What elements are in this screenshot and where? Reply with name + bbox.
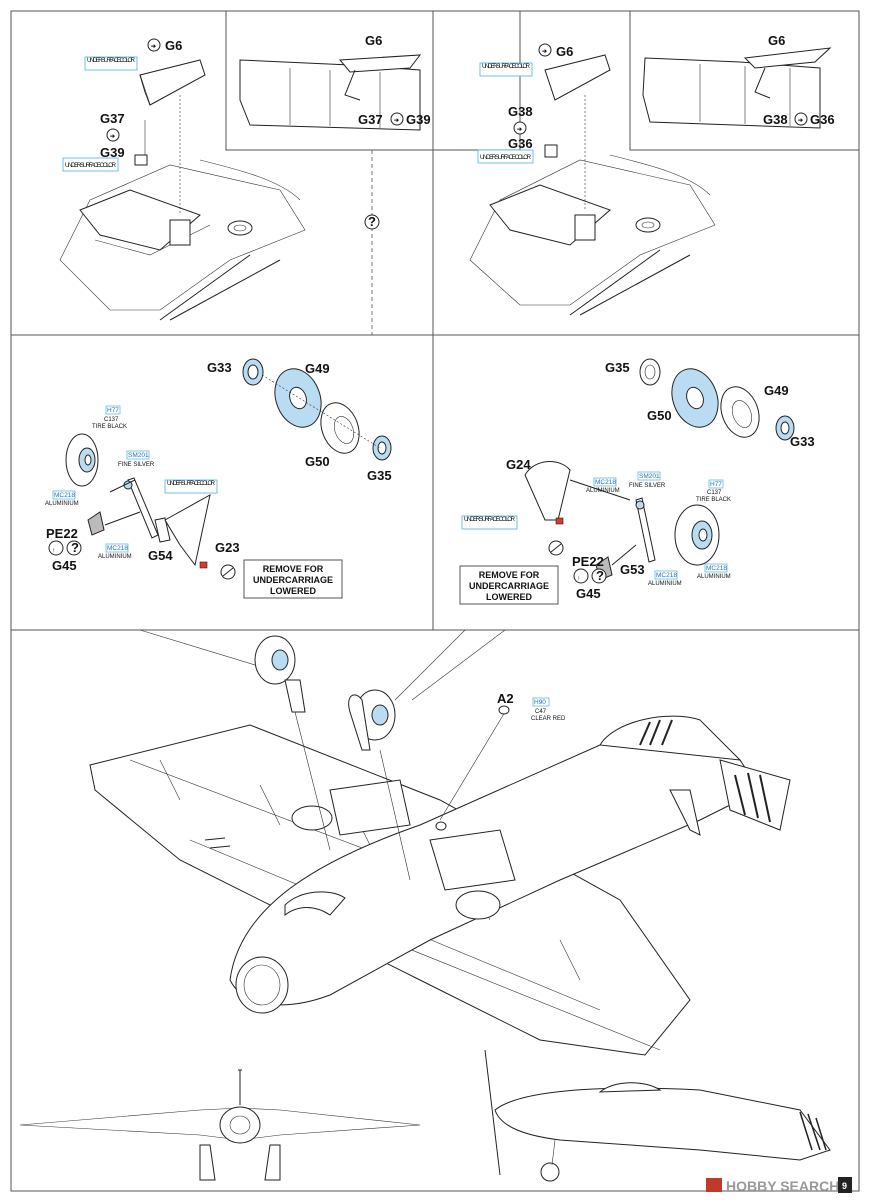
remove-note-line-3: LOWERED <box>270 586 316 596</box>
panel-borders <box>10 10 860 1192</box>
color-undersurface-b1: UNDERSURFACE COLOR <box>482 64 531 70</box>
detail-label-g39: G39 <box>406 112 431 127</box>
code-h77-b: H77 <box>710 481 722 488</box>
question-icon-c <box>66 540 82 556</box>
detail-label-g38: G38 <box>763 112 788 127</box>
fine-silver-label: FINE SILVER <box>118 462 155 468</box>
label-pe22-b: PE22 <box>572 554 604 569</box>
flip-icon <box>48 540 64 556</box>
svg-text:?: ? <box>596 568 604 583</box>
svg-text:➔: ➔ <box>151 44 156 50</box>
svg-text:↑: ↑ <box>52 548 55 554</box>
remove-note-b-line-3: LOWERED <box>486 592 532 602</box>
step-flap-a: ➔ G6 G37 ➔ G39 UNDERSURFACE COLOR UNDERS… <box>59 33 431 321</box>
detail-label-g37: G37 <box>358 112 383 127</box>
label-g50-b: G50 <box>647 408 672 423</box>
code-mc218-c: MC218 <box>595 479 616 486</box>
label-g35-b: G35 <box>605 360 630 375</box>
aluminium-label-e: ALUMINIUM <box>697 574 731 580</box>
code-mc218-d: MC218 <box>656 572 677 579</box>
remove-note-b-line-2: UNDERCARRIAGE <box>469 581 549 591</box>
detail-flap-b <box>642 57 821 129</box>
svg-text:➔: ➔ <box>394 118 399 124</box>
color-undersurface-2: UNDERSURFACE COLOR <box>65 163 117 169</box>
footer: HOBBY SEARCH 9 <box>706 1177 852 1194</box>
label-g49: G49 <box>305 361 330 376</box>
code-mc218-e: MC218 <box>706 565 727 572</box>
color-undersurface-d: UNDERSURFACE COLOR <box>464 517 516 523</box>
color-undersurface-1: UNDERSURFACE COLOR <box>87 58 136 64</box>
label-g35: G35 <box>367 468 392 483</box>
label-g45: G45 <box>52 558 77 573</box>
code-sm201-b: SM201 <box>639 473 660 480</box>
label-g45-b: G45 <box>576 586 601 601</box>
label-g6-b: G6 <box>556 44 573 59</box>
color-undersurface-c: UNDERSURFACE COLOR <box>167 481 216 487</box>
label-g49-b: G49 <box>764 383 789 398</box>
clear-red-label: CLEAR RED <box>531 716 566 722</box>
label-g38: G38 <box>508 104 533 119</box>
detail-label-g36: G36 <box>810 112 835 127</box>
tire-black-label: TIRE BLACK <box>92 424 127 430</box>
aluminium-label-d: ALUMINIUM <box>648 581 682 587</box>
detail-label-g6: G6 <box>365 33 382 48</box>
detail-label-g6-b: G6 <box>768 33 785 48</box>
remove-note-b-line-1: REMOVE FOR <box>479 570 540 580</box>
tire-black-label-b: TIRE BLACK <box>696 497 731 503</box>
flap-part-g6 <box>139 59 206 106</box>
label-g39: G39 <box>100 145 125 160</box>
label-g36: G36 <box>508 136 533 151</box>
label-g37: G37 <box>100 111 125 126</box>
page-number-badge <box>838 1177 852 1193</box>
brand-logo-icon <box>706 1178 722 1192</box>
flap-part-g6-b <box>544 54 611 101</box>
label-g53: G53 <box>620 562 645 577</box>
question-icon-d <box>591 568 607 584</box>
svg-text:↑: ↑ <box>577 576 580 582</box>
code-c137-b: C137 <box>707 490 722 496</box>
code-c47: C47 <box>535 709 547 715</box>
remove-note-box <box>243 559 343 599</box>
watermark: HOBBY SEARCH <box>726 1178 839 1194</box>
main-assembly: A2 H90 C47 CLEAR RED <box>19 629 831 1182</box>
aluminium-label-c: ALUMINIUM <box>586 488 620 494</box>
label-g6: G6 <box>165 38 182 53</box>
code-c137: C137 <box>104 417 119 423</box>
code-mc218-b: MC218 <box>107 545 128 552</box>
step-gear-left: G33 G49 G50 G35 PE22 ↑ ? G45 G54 G23 H77… <box>45 358 392 599</box>
aluminium-label-a: ALUMINIUM <box>45 501 79 507</box>
label-g33: G33 <box>207 360 232 375</box>
code-mc218-a: MC218 <box>54 492 75 499</box>
svg-text:➔: ➔ <box>542 49 547 55</box>
code-h77: H77 <box>107 407 119 414</box>
label-g24: G24 <box>506 457 531 472</box>
remove-note-box-b <box>459 565 559 605</box>
remove-note-line-1: REMOVE FOR <box>263 564 324 574</box>
label-g50: G50 <box>305 454 330 469</box>
question-icon <box>364 214 380 230</box>
step-gear-right: G35 G50 G49 G33 G24 G53 PE22 ↑ ? G45 SM2… <box>459 358 815 605</box>
aluminium-label-b: ALUMINIUM <box>98 554 132 560</box>
label-g23: G23 <box>215 540 240 555</box>
color-undersurface-b2: UNDERSURFACE COLOR <box>480 155 532 161</box>
code-h90: H90 <box>534 699 546 706</box>
svg-text:➔: ➔ <box>798 118 803 124</box>
label-pe22: PE22 <box>46 526 78 541</box>
svg-text:?: ? <box>368 214 376 229</box>
label-a2: A2 <box>497 691 514 706</box>
label-g33-b: G33 <box>790 434 815 449</box>
page-number: 9 <box>842 1181 847 1191</box>
flip-icon-b <box>573 568 589 584</box>
remove-note-line-2: UNDERCARRIAGE <box>253 575 333 585</box>
label-g54: G54 <box>148 548 173 563</box>
svg-text:➔: ➔ <box>517 127 522 133</box>
code-sm201: SM201 <box>128 452 149 459</box>
svg-text:➔: ➔ <box>110 134 115 140</box>
step-flap-b: ➔ G6 G38 ➔ G36 UNDERSURFACE COLOR UNDERS… <box>469 33 835 316</box>
svg-text:?: ? <box>71 540 79 555</box>
fine-silver-label-b: FINE SILVER <box>629 483 666 489</box>
